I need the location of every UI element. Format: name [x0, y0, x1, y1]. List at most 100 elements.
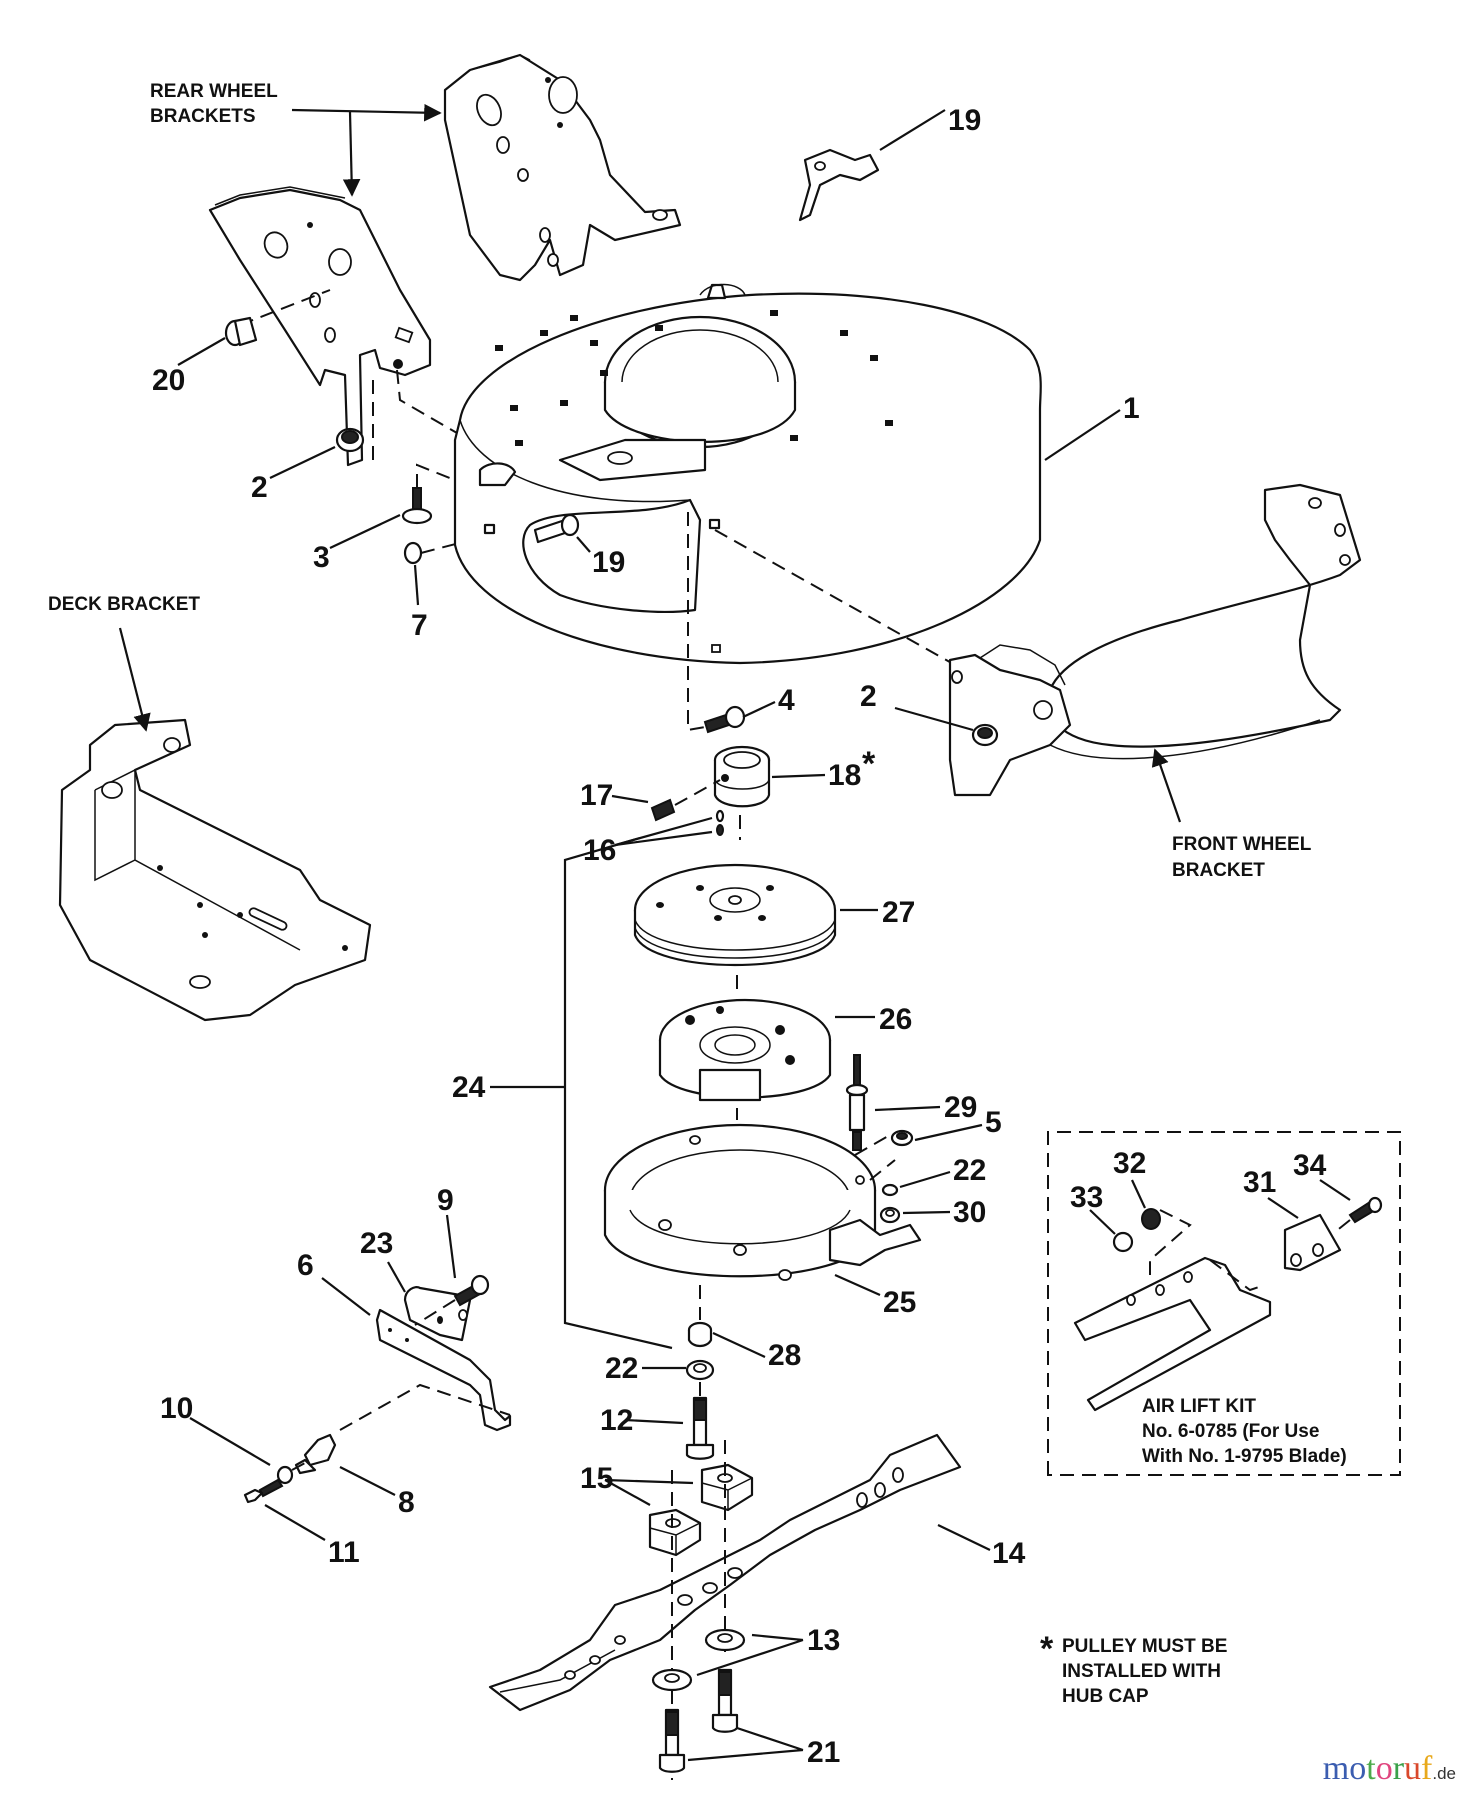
watermark-letter: u — [1404, 1750, 1422, 1787]
arrow-front-bracket — [1151, 748, 1182, 823]
part-number-22-right: 22 — [953, 1154, 986, 1187]
part-number-22-center: 22 — [605, 1352, 638, 1385]
part-number-9: 9 — [437, 1184, 454, 1217]
leader-9 — [445, 1214, 457, 1279]
washer-part-5 — [890, 1129, 914, 1147]
part-number-23: 23 — [360, 1227, 393, 1260]
key-part-16 — [715, 809, 741, 840]
part-number-34: 34 — [1293, 1149, 1327, 1182]
leader-32 — [1131, 1179, 1146, 1209]
arrow-rear-brackets-upper — [291, 103, 442, 122]
leader-deck-to-pulley — [687, 512, 706, 732]
part-number-21: 21 — [807, 1736, 840, 1769]
leader-2b — [894, 706, 974, 732]
leader-1 — [1044, 409, 1121, 461]
lock-washer-part-22 — [881, 1183, 899, 1197]
watermark-letter: t — [1366, 1750, 1376, 1787]
pulley-note-line3: HUB CAP — [1062, 1686, 1149, 1707]
part-number-27: 27 — [882, 896, 915, 929]
part-number-7: 7 — [411, 609, 428, 642]
label-front-wheel-bracket-line1: FRONT WHEEL — [1172, 834, 1312, 855]
set-screw-part-17 — [650, 779, 721, 822]
leader-4 — [742, 701, 776, 718]
nut-part-30 — [879, 1206, 901, 1224]
housing-part-25 — [603, 1123, 922, 1281]
washer-part-22 — [685, 1359, 715, 1397]
leader-33 — [1089, 1209, 1116, 1235]
label-front-wheel-bracket-line2: BRACKET — [1172, 860, 1265, 881]
pulley-part-18 — [713, 745, 771, 808]
part-number-17: 17 — [580, 779, 613, 812]
leader-3 — [329, 514, 401, 549]
part-number-26: 26 — [879, 1003, 912, 1036]
leader-19-bracket — [879, 109, 946, 151]
part-number-3: 3 — [313, 541, 330, 574]
label-air-lift-kit-line3: With No. 1-9795 Blade) — [1142, 1446, 1347, 1467]
part-number-20: 20 — [152, 364, 185, 397]
air-lift-blade — [1073, 1256, 1272, 1412]
screw-part-34 — [1334, 1196, 1383, 1233]
leader-blade-to-plate — [1209, 1259, 1266, 1292]
leader-23 — [387, 1261, 406, 1293]
leader-29 — [874, 1105, 941, 1112]
part-number-2-left: 2 — [251, 471, 268, 504]
bolt-part-19-deck — [533, 513, 580, 544]
part-number-19-deck: 19 — [592, 546, 625, 579]
part-number-29: 29 — [944, 1091, 977, 1124]
block-part-15 — [648, 1463, 754, 1557]
flange-nut-part-2 — [335, 427, 365, 453]
flange-nut-part-2-front — [971, 723, 999, 747]
leader-29-holes — [854, 1134, 891, 1156]
leader-21 — [687, 1726, 804, 1762]
leader-rod-to-bracket — [339, 1383, 511, 1431]
part-number-10: 10 — [160, 1392, 193, 1425]
stud-part-29 — [845, 1054, 869, 1151]
part-number-30: 30 — [953, 1196, 986, 1229]
label-rear-wheel-brackets-line1: REAR WHEEL — [150, 81, 278, 102]
bolt-part-21 — [658, 1668, 739, 1773]
arrow-rear-brackets-lower — [342, 111, 361, 197]
front-wheel-bracket — [948, 483, 1362, 797]
part-number-32: 32 — [1113, 1147, 1146, 1180]
rod-part-6 — [375, 1308, 512, 1432]
part-number-2-right: 2 — [860, 680, 877, 713]
leader-30 — [902, 1210, 951, 1215]
air-lift-kit-box — [1047, 1131, 1401, 1476]
part-number-13: 13 — [807, 1624, 840, 1657]
arrow-deck-bracket — [118, 627, 151, 732]
part-number-11: 11 — [328, 1536, 360, 1569]
bracket-part-8 — [294, 1433, 337, 1475]
leader-11 — [264, 1504, 326, 1541]
bolt-part-9 — [414, 1274, 490, 1326]
leader-20 — [177, 337, 226, 366]
leader-part-24 — [563, 836, 641, 1085]
label-deck-bracket: DECK BRACKET — [48, 594, 200, 615]
leader-31 — [1267, 1197, 1299, 1219]
part-number-8: 8 — [398, 1486, 415, 1519]
part-number-16: 16 — [583, 834, 616, 867]
part-number-31: 31 — [1243, 1166, 1276, 1199]
bracket-part-19 — [798, 148, 880, 222]
leader-7 — [413, 564, 420, 606]
leader-25 — [834, 1273, 881, 1297]
watermark-tld: .de — [1432, 1764, 1456, 1783]
washer-part-10 — [276, 1462, 306, 1485]
label-air-lift-kit-line1: AIR LIFT KIT — [1142, 1396, 1256, 1417]
leader-13 — [696, 1633, 804, 1677]
washer-part-33 — [1112, 1231, 1134, 1253]
leader-part-24-bottom — [563, 1085, 673, 1350]
leader-bushing-20 — [239, 289, 331, 326]
pulley-note-line1: PULLEY MUST BE — [1062, 1636, 1227, 1657]
nut-part-32 — [1141, 1208, 1161, 1230]
brake-part-26 — [658, 998, 832, 1102]
bushing-part-20 — [224, 316, 258, 347]
watermark-letter: m — [1322, 1750, 1350, 1787]
bolt-part-3 — [401, 463, 496, 525]
part-number-12: 12 — [600, 1404, 633, 1437]
air-lift-plate-part-31 — [1283, 1213, 1342, 1272]
leader-15 — [604, 1478, 694, 1506]
leader-22a — [899, 1170, 951, 1189]
leader-19-deck — [576, 536, 591, 553]
pulley-plate-part-27 — [633, 863, 837, 967]
